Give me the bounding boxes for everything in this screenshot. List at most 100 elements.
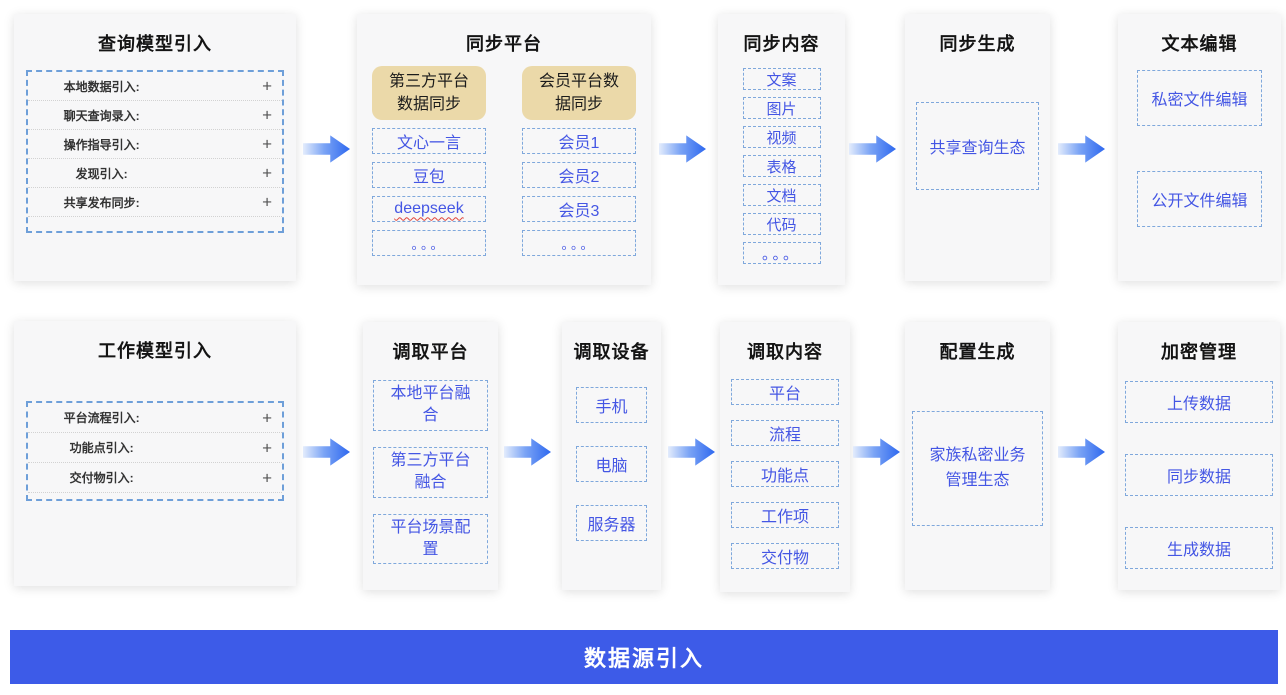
- sync-platform-columns: 第三方平台数据同步 文心一言 豆包 deepseek 。。。 会员平台数据同步 …: [357, 66, 651, 257]
- form-row: 功能点引入: +: [28, 433, 282, 463]
- encryption-chip: 上传数据: [1125, 381, 1273, 423]
- panel-sync-platform: 同步平台 第三方平台数据同步 文心一言 豆包 deepseek 。。。 会员平台…: [357, 14, 651, 285]
- flow-arrow-right-icon: [1058, 438, 1105, 466]
- data-source-import-banner: 数据源引入: [10, 630, 1278, 684]
- platform-chip: deepseek: [372, 196, 486, 223]
- encryption-list: 上传数据 同步数据 生成数据: [1118, 381, 1280, 569]
- shared-query-ecosystem-box: 共享查询生态: [916, 102, 1039, 190]
- fetch-platform-chip: 本地平台融合: [373, 380, 488, 431]
- encryption-chip: 生成数据: [1125, 527, 1273, 569]
- device-list: 手机 电脑 服务器: [562, 387, 661, 541]
- third-party-column: 第三方平台数据同步 文心一言 豆包 deepseek 。。。: [372, 66, 486, 257]
- form-row-label: 本地数据引入:: [63, 79, 140, 94]
- fetch-content-chip: 交付物: [731, 543, 839, 569]
- platform-chip: 豆包: [372, 162, 486, 189]
- encryption-chip: 同步数据: [1125, 454, 1273, 496]
- plus-icon[interactable]: +: [262, 468, 272, 487]
- member-column: 会员平台数据同步 会员1 会员2 会员3 。。。: [522, 66, 636, 257]
- form-row: 平台流程引入: +: [28, 403, 282, 433]
- plus-icon[interactable]: +: [262, 76, 272, 96]
- plus-icon[interactable]: +: [262, 105, 272, 125]
- flow-arrow-right-icon: [853, 438, 900, 466]
- plus-icon[interactable]: +: [262, 163, 272, 183]
- public-file-edit-box: 公开文件编辑: [1137, 171, 1262, 227]
- fetch-content-chip: 平台: [731, 379, 839, 405]
- form-row-label: 共享发布同步:: [63, 195, 140, 210]
- flow-arrow-right-icon: [504, 438, 551, 466]
- panel-title: 查询模型引入: [98, 34, 212, 54]
- ellipsis-chip: 。。。: [372, 230, 486, 257]
- sync-content-list: 文案 图片 视频 表格 文档 代码 。。。: [742, 68, 821, 264]
- form-row: 发现引入: +: [28, 159, 282, 188]
- panel-sync-content: 同步内容 文案 图片 视频 表格 文档 代码 。。。: [718, 14, 845, 285]
- panel-title: 调取平台: [392, 342, 469, 362]
- device-chip: 手机: [576, 387, 647, 423]
- content-chip: 图片: [742, 97, 821, 119]
- fetch-content-chip: 流程: [731, 420, 839, 446]
- form-row-label: 发现引入:: [75, 166, 128, 181]
- member-chip: 会员2: [522, 162, 636, 189]
- panel-title: 同步生成: [939, 34, 1016, 54]
- panel-title: 加密管理: [1161, 342, 1237, 362]
- fetch-content-chip: 工作项: [731, 502, 839, 528]
- panel-fetch-platform: 调取平台 本地平台融合 第三方平台融合 平台场景配置: [363, 322, 498, 590]
- panel-config-generation: 配置生成 家族私密业务管理生态: [905, 322, 1050, 590]
- form-row: 交付物引入: +: [28, 463, 282, 493]
- content-chip: 视频: [742, 126, 821, 148]
- form-row: 共享发布同步: +: [28, 188, 282, 217]
- fetch-content-chip: 功能点: [731, 461, 839, 487]
- group-header: 会员平台数据同步: [522, 66, 636, 121]
- form-row-label: 功能点引入:: [69, 441, 134, 455]
- panel-title: 同步平台: [466, 34, 542, 54]
- panel-fetch-device: 调取设备 手机 电脑 服务器: [562, 322, 661, 590]
- flow-arrow-right-icon: [303, 438, 350, 466]
- ellipsis-chip: 。。。: [522, 230, 636, 257]
- plus-icon[interactable]: +: [262, 134, 272, 154]
- plus-icon[interactable]: +: [262, 438, 272, 457]
- flow-arrow-right-icon: [1058, 135, 1105, 163]
- ellipsis-chip: 。。。: [742, 242, 821, 264]
- content-chip: 表格: [742, 155, 821, 177]
- device-chip: 电脑: [576, 446, 647, 482]
- content-chip: 代码: [742, 213, 821, 235]
- panel-title: 同步内容: [743, 34, 820, 54]
- form-row-label: 交付物引入:: [69, 471, 134, 485]
- panel-title: 工作模型引入: [98, 341, 212, 361]
- panel-work-model-import: 工作模型引入 平台流程引入: + 功能点引入: + 交付物引入: +: [14, 321, 296, 586]
- group-header: 第三方平台数据同步: [372, 66, 486, 121]
- plus-icon[interactable]: +: [262, 408, 272, 427]
- panel-title: 调取设备: [573, 342, 650, 362]
- panel-sync-generation: 同步生成 共享查询生态: [905, 14, 1050, 281]
- form-row-label: 平台流程引入:: [63, 411, 140, 425]
- member-chip: 会员3: [522, 196, 636, 223]
- content-chip: 文案: [742, 68, 821, 90]
- form-row-label: 操作指导引入:: [63, 137, 140, 152]
- form-row: 操作指导引入: +: [28, 130, 282, 159]
- flow-arrow-right-icon: [303, 135, 350, 163]
- panel-query-model-import: 查询模型引入 本地数据引入: + 聊天查询录入: + 操作指导引入: + 发现引…: [14, 14, 296, 281]
- panel-encryption-management: 加密管理 上传数据 同步数据 生成数据: [1118, 322, 1280, 590]
- fetch-content-list: 平台 流程 功能点 工作项 交付物: [720, 379, 850, 569]
- work-import-form: 平台流程引入: + 功能点引入: + 交付物引入: +: [26, 401, 284, 501]
- private-file-edit-box: 私密文件编辑: [1137, 70, 1262, 126]
- platform-chip: 文心一言: [372, 128, 486, 155]
- content-chip: 文档: [742, 184, 821, 206]
- family-private-business-box: 家族私密业务管理生态: [912, 411, 1043, 526]
- flow-arrow-right-icon: [668, 438, 715, 466]
- form-row-label: 聊天查询录入:: [63, 108, 140, 123]
- panel-title: 文本编辑: [1161, 34, 1238, 54]
- panel-fetch-content: 调取内容 平台 流程 功能点 工作项 交付物: [720, 322, 850, 592]
- flow-arrow-right-icon: [849, 135, 896, 163]
- form-row: 聊天查询录入: +: [28, 101, 282, 130]
- fetch-platform-chip: 平台场景配置: [373, 513, 488, 565]
- panel-title: 配置生成: [939, 342, 1016, 362]
- fetch-platform-chip: 第三方平台融合: [373, 446, 488, 498]
- panel-text-editing: 文本编辑 私密文件编辑 公开文件编辑: [1118, 14, 1281, 281]
- banner-label: 数据源引入: [583, 646, 704, 671]
- plus-icon[interactable]: +: [262, 192, 272, 212]
- device-chip: 服务器: [576, 505, 647, 541]
- form-row: 本地数据引入: +: [28, 72, 282, 101]
- query-import-form: 本地数据引入: + 聊天查询录入: + 操作指导引入: + 发现引入: + 共享…: [26, 70, 284, 233]
- member-chip: 会员1: [522, 128, 636, 155]
